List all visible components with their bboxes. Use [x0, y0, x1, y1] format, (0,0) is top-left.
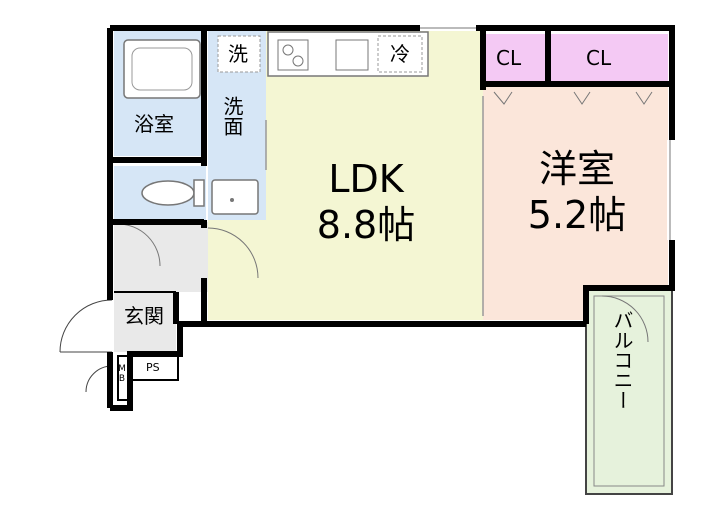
bathtub-inner: [131, 47, 193, 91]
hall-area: [114, 222, 208, 292]
toilet-bowl-icon: [141, 180, 195, 206]
room-western: [483, 82, 668, 320]
balcony-inner-line: [593, 295, 665, 487]
hall-door-swing: [207, 227, 259, 279]
washer-outline: [217, 35, 261, 73]
western-name-label: 洋室: [538, 147, 615, 191]
washroom-label: 洗面: [220, 96, 244, 136]
entrance-door-swing: [59, 299, 113, 353]
closet-1-fill: [483, 34, 545, 82]
bath-label: 浴室: [134, 112, 174, 136]
entrance-area: [114, 292, 176, 352]
ldk-size-label: 8.8帖: [316, 203, 416, 247]
sink-icon: [335, 39, 369, 71]
entrance-label: 玄関: [124, 304, 164, 328]
wash-basin-icon: [211, 179, 259, 215]
fridge-outline: [377, 35, 423, 73]
western-size-label: 5.2帖: [527, 193, 627, 237]
burner-1-icon: [282, 44, 294, 56]
pipe-space-label: PS: [146, 361, 160, 374]
balcony-door-swing: [601, 295, 649, 343]
ldk-name-label: LDK: [328, 157, 404, 201]
bathtub-icon: [123, 39, 201, 99]
closet-1-label: CL: [496, 46, 522, 70]
balcony-label: バルコニー: [610, 310, 634, 410]
stove-icon: [277, 39, 309, 71]
washer-label: 洗: [228, 42, 248, 66]
meter-box-label: MB: [117, 364, 127, 384]
fridge-label: 冷: [390, 42, 410, 66]
closet-2-fill: [551, 34, 668, 82]
closet-door-marks: [493, 91, 653, 105]
toilet-tank-icon: [193, 179, 205, 207]
balcony-area: [586, 286, 672, 494]
basin-drain-icon: [230, 198, 234, 202]
thin-walls: [114, 291, 179, 401]
closet-2-label: CL: [586, 46, 612, 70]
burner-2-icon: [292, 55, 304, 67]
walls: [107, 25, 675, 411]
